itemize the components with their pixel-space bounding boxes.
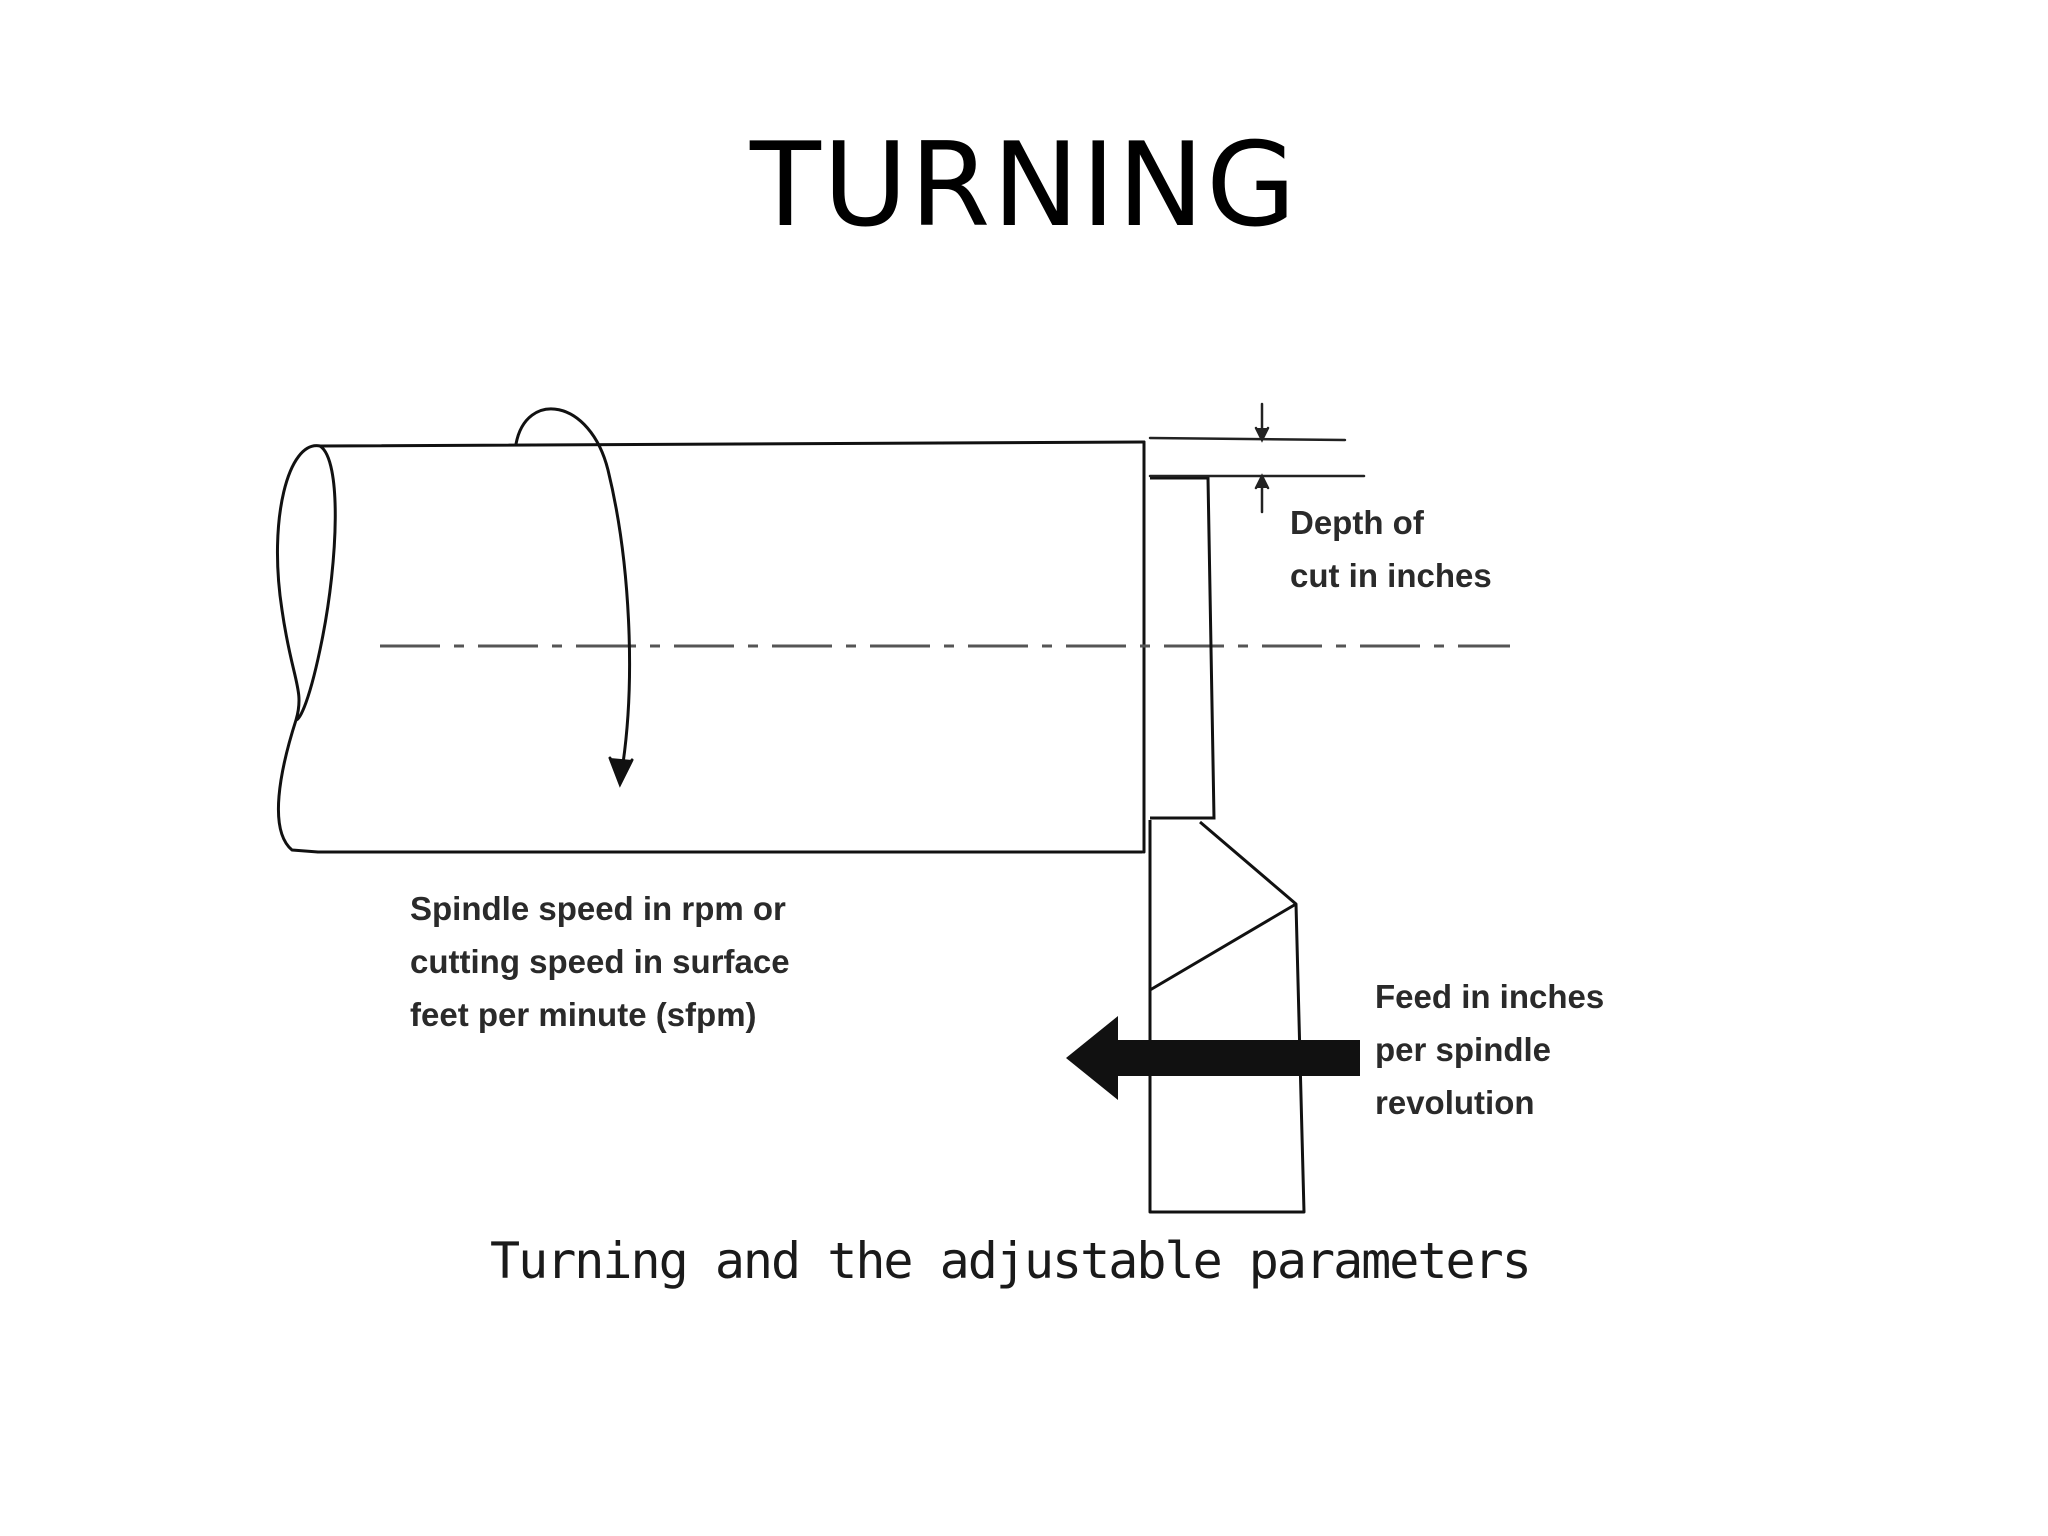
rotation-arrowhead <box>608 756 634 788</box>
feed-label-line: revolution <box>1375 1084 1535 1121</box>
diagram-panel <box>235 378 1655 1318</box>
cutting-tool <box>1148 820 1306 1214</box>
spindle-speed-label-line: cutting speed in surface <box>410 943 790 980</box>
feed-label-line: Feed in inches <box>1375 978 1605 1015</box>
spindle-speed-label-line: Spindle speed in rpm or <box>410 890 786 927</box>
spindle-speed-label: Spindle speed in rpm or cutting speed in… <box>410 882 790 1041</box>
workpiece-break-curve <box>276 444 337 854</box>
depth-of-cut-label: Depth of cut in inches <box>1290 496 1492 602</box>
diagram-caption: Turning and the adjustable parameters <box>490 1232 1532 1290</box>
depth-of-cut-label-line: cut in inches <box>1290 557 1492 594</box>
feed-label: Feed in inches per spindle revolution <box>1375 970 1604 1129</box>
slide-title: TURNING <box>749 118 1298 253</box>
depth-of-cut-dimension <box>1148 402 1366 514</box>
spindle-speed-label-line: feet per minute (sfpm) <box>410 996 757 1033</box>
reduced-diameter-step <box>1150 476 1216 820</box>
feed-label-line: per spindle <box>1375 1031 1552 1068</box>
workpiece-top-edge <box>318 440 1146 448</box>
rotation-arrow <box>514 407 634 788</box>
feed-arrow <box>1066 1016 1360 1100</box>
depth-of-cut-label-line: Depth of <box>1290 504 1424 541</box>
